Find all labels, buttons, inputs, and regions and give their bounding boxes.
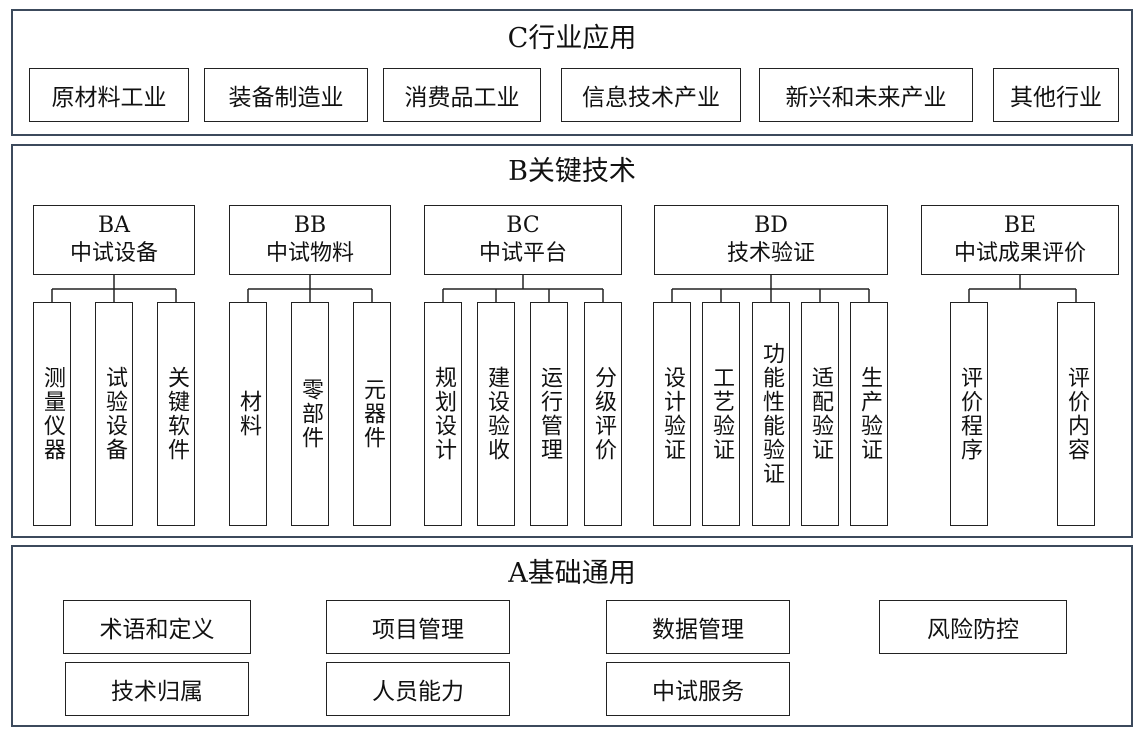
leaf-design-verification: 设计验证 <box>653 302 691 526</box>
industry-equipment-manufacturing: 装备制造业 <box>204 68 368 122</box>
leaf-parts: 零部件 <box>291 302 329 526</box>
category-ba-pilot-equipment: BA 中试设备 <box>33 205 195 275</box>
category-bb-code: BB <box>293 213 327 238</box>
category-be-code: BE <box>1003 213 1037 238</box>
category-bd-name: 技术验证 <box>726 241 815 266</box>
category-bd-technology-verification: BD 技术验证 <box>654 205 888 275</box>
basic-data-management: 数据管理 <box>606 600 790 654</box>
category-bb-pilot-materials: BB 中试物料 <box>229 205 391 275</box>
basic-technology-ownership: 技术归属 <box>65 662 249 716</box>
leaf-evaluation-content: 评价内容 <box>1057 302 1095 526</box>
section-c-title: C行业应用 <box>507 23 637 54</box>
category-be-pilot-result-evaluation: BE 中试成果评价 <box>921 205 1119 275</box>
leaf-components: 元器件 <box>353 302 391 526</box>
leaf-materials: 材料 <box>229 302 267 526</box>
basic-pilot-services: 中试服务 <box>606 662 790 716</box>
category-bc-name: 中试平台 <box>478 241 567 266</box>
category-bb-name: 中试物料 <box>265 241 354 266</box>
leaf-functional-performance-verification: 功能性能验证 <box>752 302 790 526</box>
industry-consumer-goods: 消费品工业 <box>383 68 541 122</box>
section-a-title: A基础通用 <box>508 558 636 589</box>
leaf-operation-management: 运行管理 <box>530 302 568 526</box>
category-ba-code: BA <box>97 213 131 238</box>
category-be-name: 中试成果评价 <box>953 241 1086 266</box>
leaf-evaluation-procedure: 评价程序 <box>950 302 988 526</box>
section-b-title: B关键技术 <box>508 156 636 187</box>
leaf-graded-evaluation: 分级评价 <box>584 302 622 526</box>
leaf-construction-acceptance: 建设验收 <box>477 302 515 526</box>
industry-other: 其他行业 <box>993 68 1119 122</box>
category-bc-code: BC <box>506 213 540 238</box>
basic-risk-control: 风险防控 <box>879 600 1067 654</box>
category-bd-code: BD <box>754 213 788 238</box>
industry-raw-materials: 原材料工业 <box>29 68 189 122</box>
industry-emerging-future: 新兴和未来产业 <box>759 68 973 122</box>
basic-terms-definitions: 术语和定义 <box>63 600 251 654</box>
basic-personnel-capability: 人员能力 <box>326 662 510 716</box>
leaf-process-verification: 工艺验证 <box>702 302 740 526</box>
leaf-adaptation-verification: 适配验证 <box>801 302 839 526</box>
leaf-test-equipment: 试验设备 <box>95 302 133 526</box>
leaf-key-software: 关键软件 <box>157 302 195 526</box>
leaf-production-verification: 生产验证 <box>850 302 888 526</box>
leaf-measuring-instruments: 测量仪器 <box>33 302 71 526</box>
leaf-planning-design: 规划设计 <box>424 302 462 526</box>
category-bc-pilot-platform: BC 中试平台 <box>424 205 622 275</box>
industry-information-technology: 信息技术产业 <box>561 68 741 122</box>
basic-project-management: 项目管理 <box>326 600 510 654</box>
category-ba-name: 中试设备 <box>69 241 158 266</box>
